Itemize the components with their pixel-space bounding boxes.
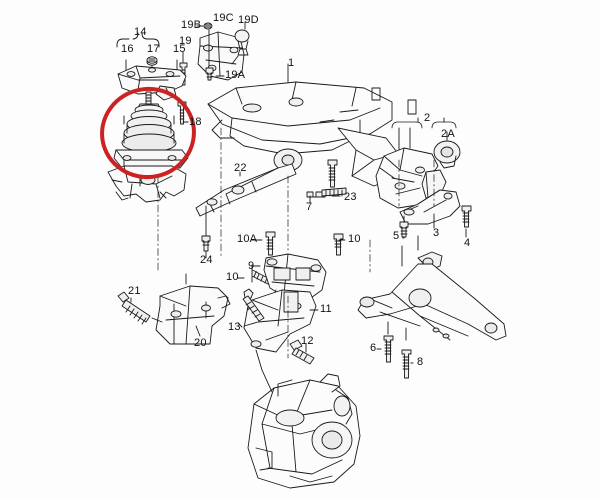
callout-19a: 19A bbox=[225, 69, 246, 81]
callout-20: 20 bbox=[194, 337, 207, 349]
gearbox-support-bracket-11 bbox=[237, 288, 319, 365]
callout-10-left: 10 bbox=[226, 271, 239, 283]
highlight-ellipse bbox=[100, 86, 196, 180]
callout-6: 6 bbox=[370, 342, 377, 354]
bracket-19c-assembly bbox=[196, 21, 250, 81]
callout-8: 8 bbox=[417, 356, 424, 368]
callout-3: 3 bbox=[433, 227, 440, 239]
callout-2: 2 bbox=[424, 112, 431, 124]
pendulum-mount-9 bbox=[237, 231, 346, 305]
callout-16: 16 bbox=[121, 43, 134, 55]
callout-4: 4 bbox=[464, 237, 471, 249]
callout-2a: 2A bbox=[441, 128, 455, 140]
callout-23: 23 bbox=[344, 191, 357, 203]
callout-15: 15 bbox=[173, 43, 186, 55]
engine-mount-bracket-right bbox=[375, 117, 472, 239]
bolt-23 bbox=[327, 159, 341, 197]
callout-1: 1 bbox=[288, 57, 295, 69]
callout-17: 17 bbox=[147, 43, 160, 55]
transmission-gearbox bbox=[247, 349, 361, 489]
callout-19: 19 bbox=[179, 35, 192, 47]
callout-13: 13 bbox=[228, 321, 241, 333]
callout-19b: 19B bbox=[181, 19, 202, 31]
callout-21: 21 bbox=[128, 285, 141, 297]
callout-12: 12 bbox=[301, 335, 314, 347]
callout-18: 18 bbox=[189, 116, 202, 128]
callout-5: 5 bbox=[393, 230, 400, 242]
callout-24: 24 bbox=[200, 254, 213, 266]
highlighted-engine-mount bbox=[113, 91, 189, 169]
callout-14: 14 bbox=[134, 26, 147, 38]
bolt-7 bbox=[306, 187, 347, 203]
callout-22: 22 bbox=[234, 162, 247, 174]
callout-7: 7 bbox=[306, 201, 313, 213]
callout-19c: 19C bbox=[213, 12, 234, 24]
lower-control-arm bbox=[357, 235, 507, 379]
callout-19d: 19D bbox=[238, 14, 259, 26]
callout-11: 11 bbox=[320, 303, 332, 315]
callout-9: 9 bbox=[248, 260, 255, 272]
callout-10a: 10A bbox=[237, 233, 258, 245]
rear-mount-bracket-20 bbox=[117, 273, 231, 345]
callout-10-right: 10 bbox=[348, 233, 361, 245]
